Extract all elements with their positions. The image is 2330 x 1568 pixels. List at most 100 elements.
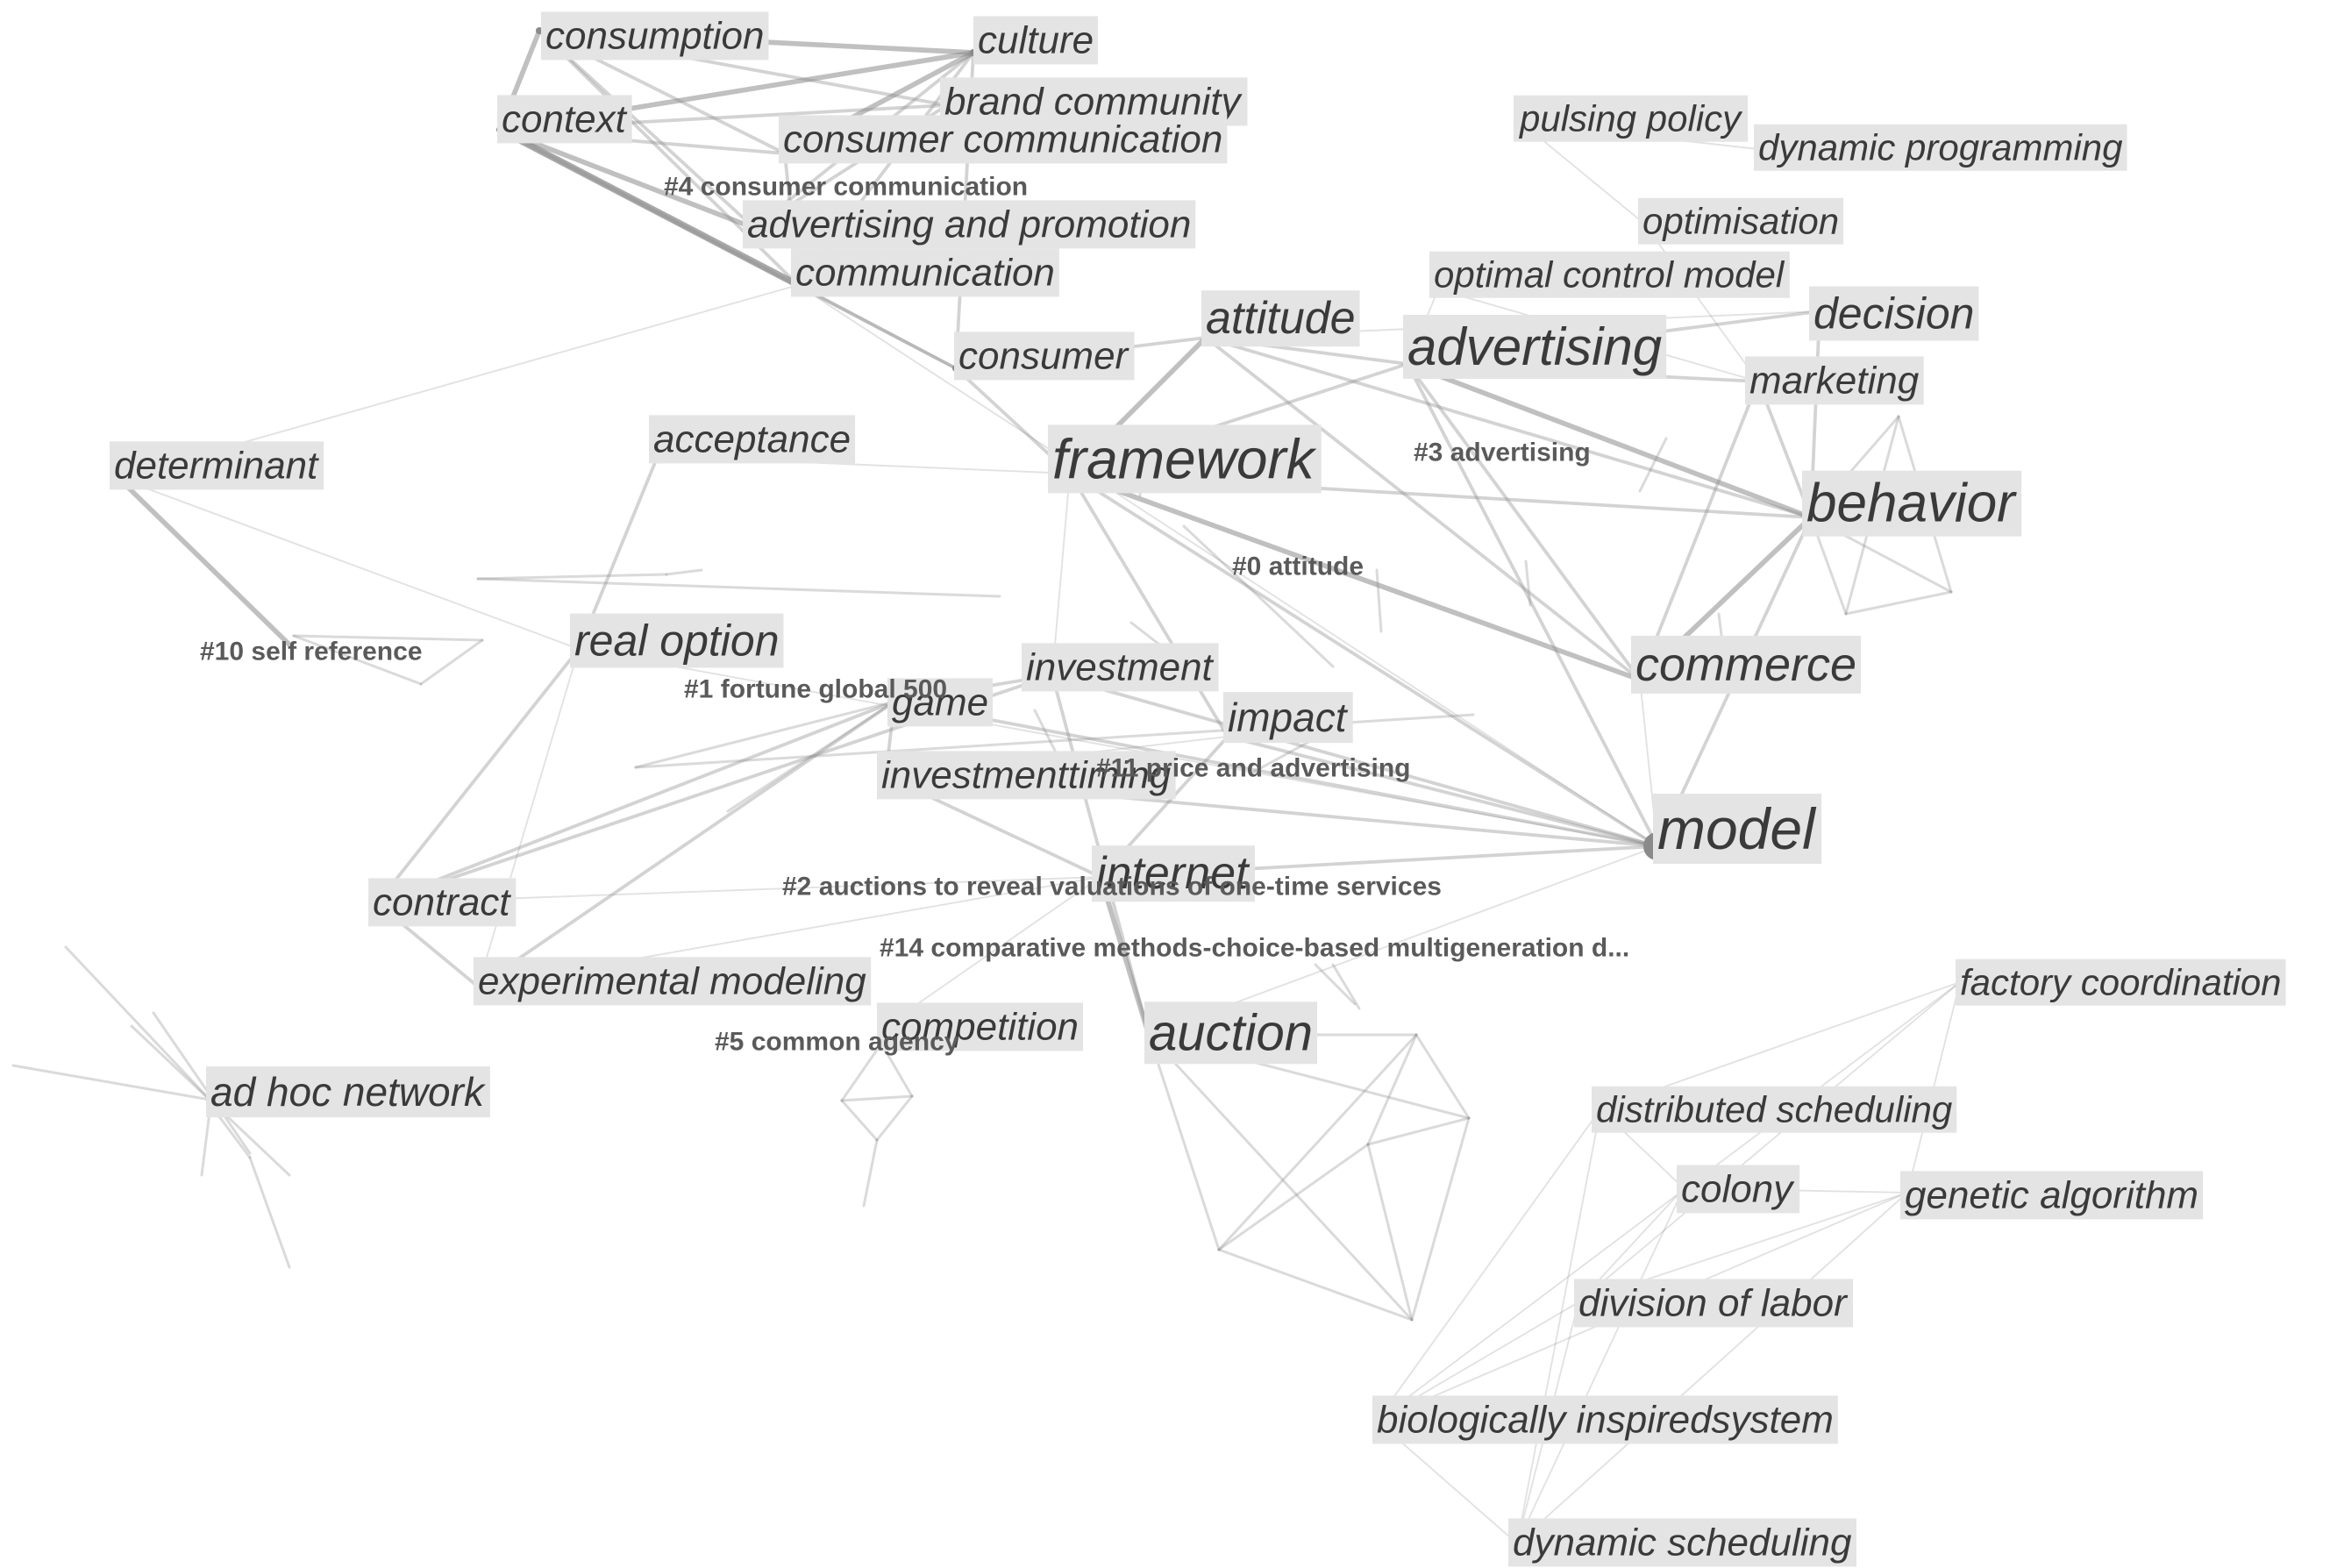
network-edge xyxy=(1516,1108,1601,1544)
keyword-label-ad-hoc-network: ad hoc network xyxy=(206,1066,490,1118)
minor-edge xyxy=(1366,1033,1418,1146)
minor-edge xyxy=(1147,1033,1221,1251)
keyword-label-real-option: real option xyxy=(570,613,784,668)
keyword-text: real option xyxy=(574,617,780,666)
network-edge xyxy=(116,475,292,647)
keyword-text: investment xyxy=(1026,645,1215,688)
keyword-text: commerce xyxy=(1635,638,1856,691)
network-edge xyxy=(1516,1192,1908,1544)
minor-edge xyxy=(634,700,896,769)
cluster-label-c11: #11 price and advertising xyxy=(1096,754,1411,783)
network-edge xyxy=(1376,981,1961,1422)
minor-edge xyxy=(292,634,423,686)
keyword-label-attitude: attitude xyxy=(1201,290,1360,347)
label-background xyxy=(110,441,324,490)
label-background xyxy=(1956,959,2286,1006)
minor-edge xyxy=(1414,1033,1471,1120)
label-background xyxy=(541,11,769,61)
minor-edge xyxy=(1217,1248,1414,1322)
keyword-text: model xyxy=(1657,796,1817,861)
keyword-text: consumer xyxy=(958,334,1130,377)
network-edge xyxy=(1516,1187,1685,1544)
network-edge xyxy=(1376,1108,1601,1422)
label-background xyxy=(1574,1279,1854,1328)
network-edge xyxy=(1226,735,1659,848)
keyword-label-determinant: determinant xyxy=(110,441,324,490)
label-background xyxy=(887,678,994,727)
minor-edge xyxy=(248,1156,291,1269)
cluster-label-c10: #10 self reference xyxy=(200,638,423,666)
minor-edge xyxy=(880,1042,914,1098)
keyword-label-optimal-control-model: optimal control model xyxy=(1429,251,1790,298)
cluster-label-c14: #14 comparative methods-choice-based mul… xyxy=(880,934,1629,963)
network-edge xyxy=(496,126,802,289)
label-background xyxy=(1403,315,1667,379)
minor-edge xyxy=(476,577,1001,598)
network-edge xyxy=(476,700,896,988)
minor-edge xyxy=(11,1064,217,1102)
keyword-text: biologically inspiredsystem xyxy=(1377,1398,1834,1441)
keyword-label-consumer: consumer xyxy=(954,331,1135,381)
keyword-label-culture: culture xyxy=(973,16,1099,65)
label-background xyxy=(1372,1395,1838,1444)
keyword-label-competition: competition xyxy=(877,1002,1084,1051)
keyword-label-internet: internet xyxy=(1092,845,1255,902)
network-edge xyxy=(375,647,581,905)
keyword-label-acceptance: acceptance xyxy=(649,415,856,464)
minor-edge xyxy=(1217,1033,1418,1251)
minor-edge xyxy=(1147,1033,1414,1322)
keyword-label-experimental-modeling: experimental modeling xyxy=(474,957,872,1006)
minor-edge xyxy=(152,1011,252,1155)
keyword-label-biologically-inspiredsystem: biologically inspiredsystem xyxy=(1372,1395,1838,1444)
label-background xyxy=(1745,356,1924,405)
label-background xyxy=(791,248,1059,297)
keyword-label-communication: communication xyxy=(791,248,1059,297)
keyword-text: competition xyxy=(881,1005,1079,1048)
keyword-text: ad hoc network xyxy=(210,1069,486,1115)
keyword-text: advertising and promotion xyxy=(747,203,1191,246)
minor-edge xyxy=(1524,559,1532,607)
keyword-label-dynamic-programming: dynamic programming xyxy=(1754,124,2127,171)
network-edge xyxy=(1578,981,1961,1303)
keyword-label-behavior: behavior xyxy=(1802,470,2022,537)
network-edge xyxy=(477,648,580,987)
minor-edge xyxy=(862,1138,879,1208)
keyword-text: optimisation xyxy=(1642,201,1839,242)
network-edge xyxy=(1204,336,1813,519)
label-background xyxy=(1508,1518,1856,1567)
keyword-text: investmenttiming xyxy=(881,753,1172,796)
label-background xyxy=(1631,635,1862,694)
network-edge xyxy=(1068,472,1659,848)
minor-edge xyxy=(1314,963,1357,1006)
keyword-text: impact xyxy=(1228,695,1349,740)
minor-edge xyxy=(726,700,896,813)
keyword-text: game xyxy=(892,681,988,723)
keyword-label-decision: decision xyxy=(1809,286,1979,341)
label-background xyxy=(1223,692,1353,744)
network-edge xyxy=(1643,223,1759,382)
network-edge xyxy=(885,876,1101,1027)
keyword-text: experimental modeling xyxy=(478,959,866,1002)
keyword-text: context xyxy=(502,97,628,140)
label-background xyxy=(570,613,784,668)
keyword-text: auction xyxy=(1149,1004,1313,1061)
keyword-text: distributed scheduling xyxy=(1596,1089,1952,1130)
label-background xyxy=(1429,251,1790,298)
label-background xyxy=(954,331,1135,381)
keyword-text: marketing xyxy=(1749,359,1920,402)
network-edge xyxy=(796,283,958,370)
keyword-text: consumption xyxy=(545,14,764,57)
network-edge xyxy=(797,284,1658,847)
keyword-text: genetic algorithm xyxy=(1905,1173,2198,1216)
keyword-label-context: context xyxy=(497,95,632,144)
keyword-label-optimisation: optimisation xyxy=(1638,197,1844,245)
keyword-label-impact: impact xyxy=(1223,692,1353,744)
keyword-text: determinant xyxy=(114,444,319,487)
cluster-label-c2: #2 auctions to reveal valuations of one-… xyxy=(782,873,1442,902)
label-background xyxy=(1514,95,1749,142)
keyword-label-contract: contract xyxy=(368,878,517,927)
keyword-text: communication xyxy=(795,251,1055,294)
label-background xyxy=(1802,470,2022,537)
keyword-label-game: game xyxy=(887,678,994,727)
